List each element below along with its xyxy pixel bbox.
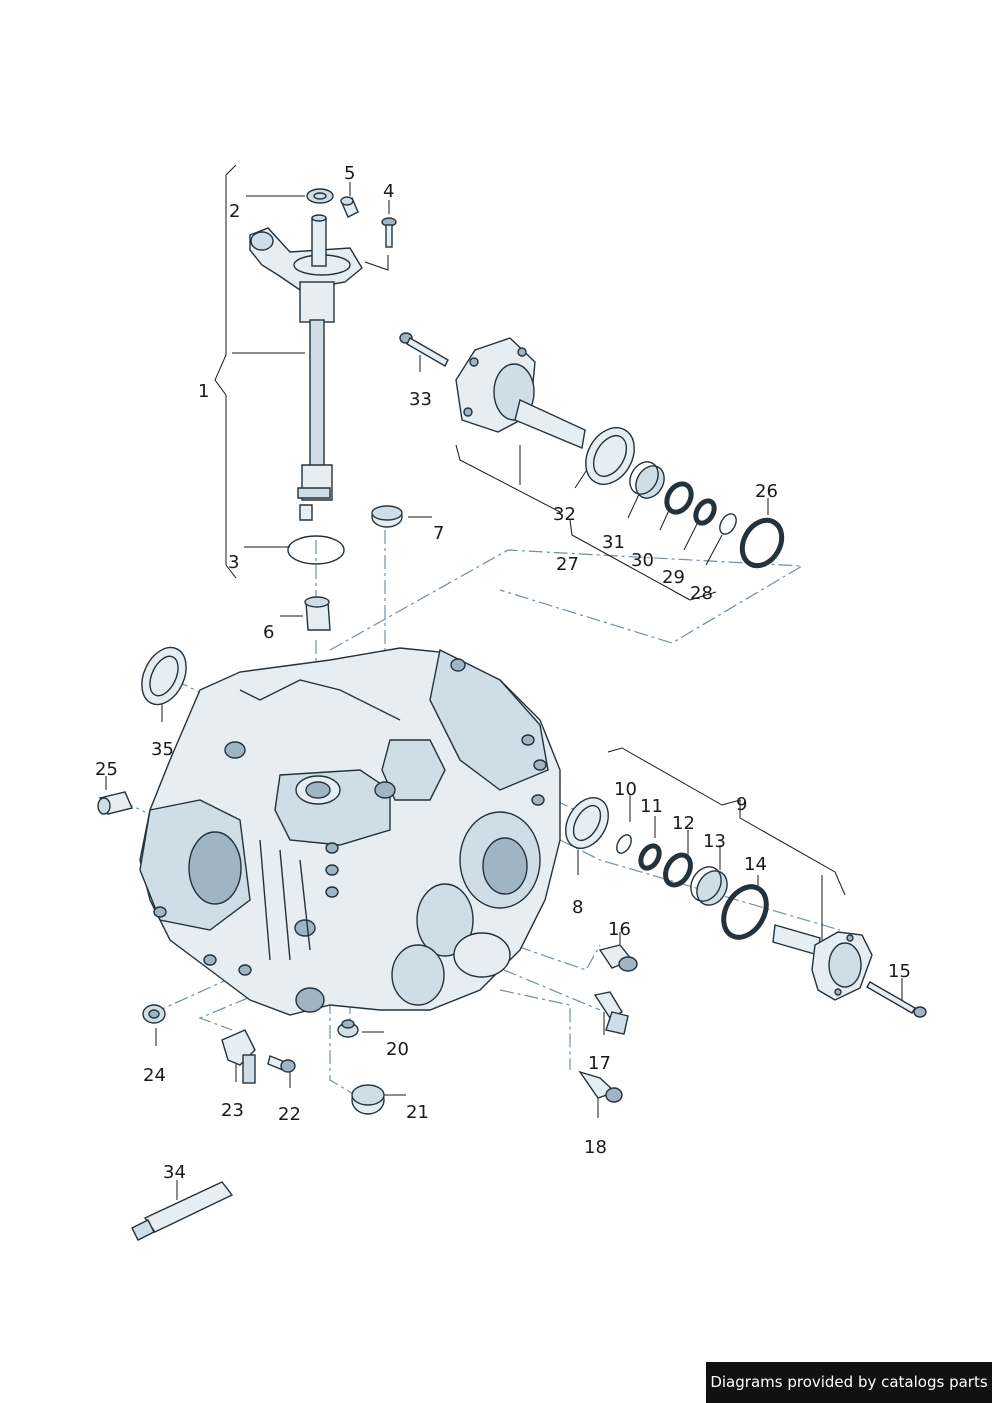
sensor-part-23 — [221, 1029, 256, 1084]
callout-34: 34 — [163, 1162, 186, 1183]
ring-part-30 — [664, 481, 694, 515]
ring-part-11 — [638, 843, 662, 871]
callout-1: 1 — [198, 381, 209, 402]
cap-part-21 — [351, 1084, 385, 1115]
seal-part-14 — [721, 884, 769, 940]
callout-10: 10 — [614, 779, 637, 800]
callout-33: 33 — [409, 389, 432, 410]
callout-5: 5 — [344, 163, 355, 184]
sensor-part-18 — [578, 1070, 623, 1103]
plug-part-20 — [337, 1019, 359, 1038]
callout-2: 2 — [229, 201, 240, 222]
seal-part-32 — [585, 427, 635, 485]
callout-27: 27 — [556, 554, 579, 575]
bush-part-6 — [304, 596, 331, 631]
bearing-part-31 — [629, 461, 665, 499]
o-ring-part-3 — [287, 535, 345, 565]
seal-part-8 — [565, 797, 609, 849]
circlip-part-28 — [719, 513, 737, 535]
flange-shaft-upper — [455, 337, 586, 449]
callout-24: 24 — [143, 1065, 166, 1086]
callout-25: 25 — [95, 759, 118, 780]
callout-29: 29 — [662, 567, 685, 588]
bolt-part-22 — [267, 1055, 296, 1073]
plug-part-24 — [142, 1004, 166, 1024]
callout-31: 31 — [602, 532, 625, 553]
callout-6: 6 — [263, 622, 274, 643]
circlip-part-10 — [616, 834, 632, 854]
cap-part-7 — [371, 505, 403, 528]
callout-3: 3 — [228, 552, 239, 573]
callout-22: 22 — [278, 1104, 301, 1125]
callout-4: 4 — [383, 181, 394, 202]
gearbox-housing — [139, 647, 561, 1016]
seal-part-35 — [141, 646, 187, 706]
credit-banner: Diagrams provided by catalogs parts — [706, 1362, 992, 1403]
ring-part-29 — [693, 498, 717, 526]
ring-part-12 — [663, 852, 693, 888]
callout-30: 30 — [631, 550, 654, 571]
callout-15: 15 — [888, 961, 911, 982]
callout-labels: 1 2 3 4 5 6 7 8 9 10 11 12 13 14 15 16 1… — [95, 163, 911, 1183]
sealant-tube-part-34 — [131, 1181, 234, 1241]
callout-23: 23 — [221, 1100, 244, 1121]
flange-shaft-right — [772, 924, 873, 1001]
callout-9: 9 — [736, 794, 747, 815]
callout-26: 26 — [755, 481, 778, 502]
callout-20: 20 — [386, 1039, 409, 1060]
callout-13: 13 — [703, 831, 726, 852]
seal-part-26 — [739, 517, 785, 569]
callout-35: 35 — [151, 739, 174, 760]
selector-shaft-part-1 — [249, 214, 363, 521]
callout-14: 14 — [744, 854, 767, 875]
callout-8: 8 — [572, 897, 583, 918]
bush-part-5 — [340, 196, 359, 218]
bolt-part-33 — [399, 332, 449, 367]
callout-32: 32 — [553, 504, 576, 525]
leader-lines — [105, 164, 903, 1200]
callout-28: 28 — [690, 583, 713, 604]
sensor-part-17 — [593, 991, 629, 1035]
callout-7: 7 — [433, 523, 444, 544]
callout-18: 18 — [584, 1137, 607, 1158]
bolt-part-15 — [866, 981, 927, 1018]
switch-part-16 — [598, 944, 638, 972]
callout-16: 16 — [608, 919, 631, 940]
pin-part-25 — [97, 791, 133, 815]
bolt-part-4 — [381, 217, 397, 248]
callout-12: 12 — [672, 813, 695, 834]
seal-ring-part-2 — [306, 188, 334, 204]
callout-17: 17 — [588, 1053, 611, 1074]
callout-11: 11 — [640, 796, 663, 817]
bearing-part-13 — [690, 866, 728, 906]
callout-21: 21 — [406, 1102, 429, 1123]
